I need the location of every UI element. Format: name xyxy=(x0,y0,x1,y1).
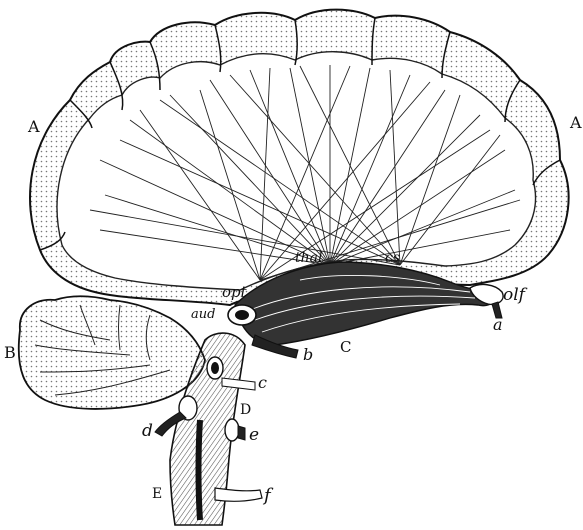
label-A-left: A xyxy=(27,117,40,136)
label-D: D xyxy=(240,402,251,418)
label-E: E xyxy=(152,486,162,502)
label-b: b xyxy=(303,345,313,364)
label-c: c xyxy=(258,373,267,392)
cerebellum xyxy=(19,296,205,409)
label-d: d xyxy=(142,421,153,441)
nerve-f xyxy=(215,488,262,501)
nerve-e-section xyxy=(225,419,239,441)
label-thal: thal xyxy=(295,250,322,266)
label-e: e xyxy=(249,425,259,445)
label-C: C xyxy=(340,338,351,356)
label-A-right: A xyxy=(569,113,582,132)
label-f: f xyxy=(262,485,274,506)
nerve-e xyxy=(238,426,245,440)
label-olf: olf xyxy=(503,285,528,305)
label-aud: aud xyxy=(191,307,215,322)
label-cs: cs xyxy=(385,250,400,266)
label-a: a xyxy=(493,315,503,334)
label-opt: opt xyxy=(222,283,248,301)
label-B: B xyxy=(4,343,16,362)
